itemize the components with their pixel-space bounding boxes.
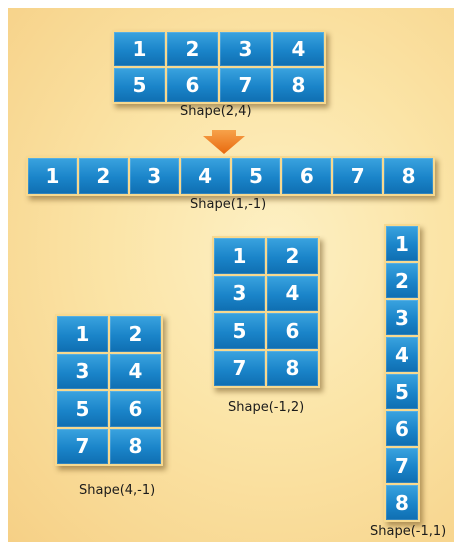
array-cell: 1 bbox=[386, 226, 418, 261]
array-cell: 6 bbox=[267, 313, 318, 349]
array-cell: 4 bbox=[110, 353, 161, 389]
array-cell: 5 bbox=[57, 391, 108, 427]
array-cell: 4 bbox=[386, 337, 418, 372]
label-shape-m1-2: Shape(-1,2) bbox=[228, 400, 305, 415]
array-cell: 5 bbox=[231, 158, 281, 194]
array-cell: 1 bbox=[57, 316, 108, 352]
array-cell: 4 bbox=[273, 32, 324, 66]
array-cell: 1 bbox=[214, 238, 265, 274]
array-cell: 3 bbox=[220, 32, 271, 66]
label-shape-4-m1: Shape(4,-1) bbox=[79, 483, 156, 498]
array-cell: 2 bbox=[78, 158, 128, 194]
array-cell: 8 bbox=[110, 428, 161, 464]
array-cell: 4 bbox=[267, 275, 318, 311]
label-shape-1-m1: Shape(1,-1) bbox=[190, 197, 267, 212]
array-cell: 1 bbox=[28, 158, 77, 194]
array-cell: 2 bbox=[386, 263, 418, 298]
array-cell: 5 bbox=[386, 374, 418, 409]
array-cell: 7 bbox=[220, 68, 271, 102]
down-arrow-icon bbox=[203, 130, 245, 154]
array-cell: 7 bbox=[333, 158, 383, 194]
array-cell: 2 bbox=[110, 316, 161, 352]
array-cell: 5 bbox=[214, 313, 265, 349]
array-cell: 1 bbox=[114, 32, 165, 66]
array-cell: 2 bbox=[267, 238, 318, 274]
array-cell: 8 bbox=[267, 350, 318, 386]
array-cell: 4 bbox=[180, 158, 230, 194]
array-cell: 3 bbox=[129, 158, 179, 194]
label-shape-m1-1: Shape(-1,1) bbox=[370, 524, 447, 539]
array-cell: 3 bbox=[386, 300, 418, 335]
array-cell: 6 bbox=[167, 68, 218, 102]
array-cell: 7 bbox=[386, 448, 418, 483]
array-cell: 7 bbox=[214, 350, 265, 386]
array-cell: 6 bbox=[282, 158, 332, 194]
array-cell: 8 bbox=[384, 158, 433, 194]
array-cell: 5 bbox=[114, 68, 165, 102]
array-cell: 2 bbox=[167, 32, 218, 66]
array-cell: 6 bbox=[110, 391, 161, 427]
array-cell: 8 bbox=[273, 68, 324, 102]
array-cell: 6 bbox=[386, 411, 418, 446]
array-cell: 3 bbox=[214, 275, 265, 311]
array-cell: 3 bbox=[57, 353, 108, 389]
label-shape-2-4: Shape(2,4) bbox=[180, 104, 252, 119]
array-cell: 7 bbox=[57, 428, 108, 464]
array-cell: 8 bbox=[386, 485, 418, 520]
